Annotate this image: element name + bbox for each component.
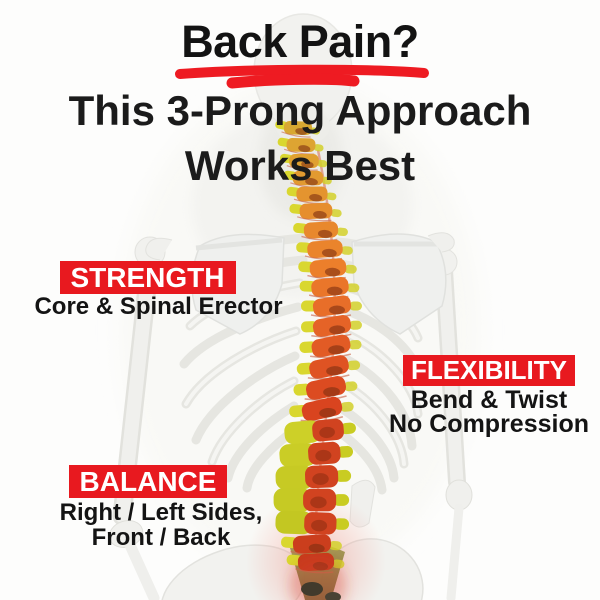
balance-description-line-2: Front / Back bbox=[91, 524, 231, 552]
spine-highlight bbox=[273, 115, 364, 600]
strength-description: Core & Spinal Erector bbox=[20, 295, 297, 319]
page-title: Back Pain? bbox=[181, 16, 419, 67]
page-subtitle: This 3-Prong Approach Works Best bbox=[0, 83, 600, 193]
callout-flexibility: FLEXIBILITY Bend & Twist No Compression bbox=[382, 355, 596, 439]
subtitle-line-2: Works Best bbox=[184, 142, 416, 189]
callout-balance: BALANCE Right / Left Sides, Front / Back bbox=[25, 465, 297, 550]
callout-strength: STRENGTH Core & Spinal Erector bbox=[20, 261, 297, 319]
flexibility-description-line-2: No Compression bbox=[388, 410, 590, 439]
shoulder-blades bbox=[145, 232, 455, 335]
flexibility-label: FLEXIBILITY bbox=[403, 355, 575, 387]
balance-description: Right / Left Sides, Front / Back bbox=[25, 500, 297, 550]
flexibility-description: Bend & Twist No Compression bbox=[382, 386, 596, 439]
balance-description-line-1: Right / Left Sides, bbox=[59, 499, 263, 527]
strength-description-line: Core & Spinal Erector bbox=[34, 293, 283, 321]
balance-label: BALANCE bbox=[68, 465, 228, 499]
subtitle-line-1: This 3-Prong Approach bbox=[68, 87, 532, 134]
flexibility-description-line-1: Bend & Twist bbox=[410, 386, 568, 415]
strength-label: STRENGTH bbox=[59, 261, 236, 295]
